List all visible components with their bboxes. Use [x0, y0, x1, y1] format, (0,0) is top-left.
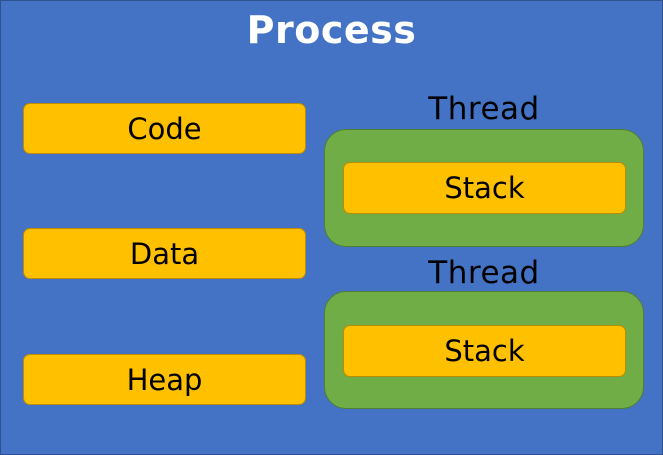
thread-1-label: Thread — [428, 91, 540, 127]
thread-2-stack: Stack — [343, 325, 626, 377]
code-segment: Code — [23, 103, 306, 154]
heap-segment: Heap — [23, 354, 306, 405]
thread-2-box: Stack — [324, 291, 644, 409]
thread-2-label: Thread — [428, 255, 540, 291]
thread-1-box: Stack — [324, 129, 644, 247]
thread-1-stack: Stack — [343, 162, 626, 214]
data-segment: Data — [23, 228, 306, 279]
process-title: Process — [246, 8, 417, 52]
